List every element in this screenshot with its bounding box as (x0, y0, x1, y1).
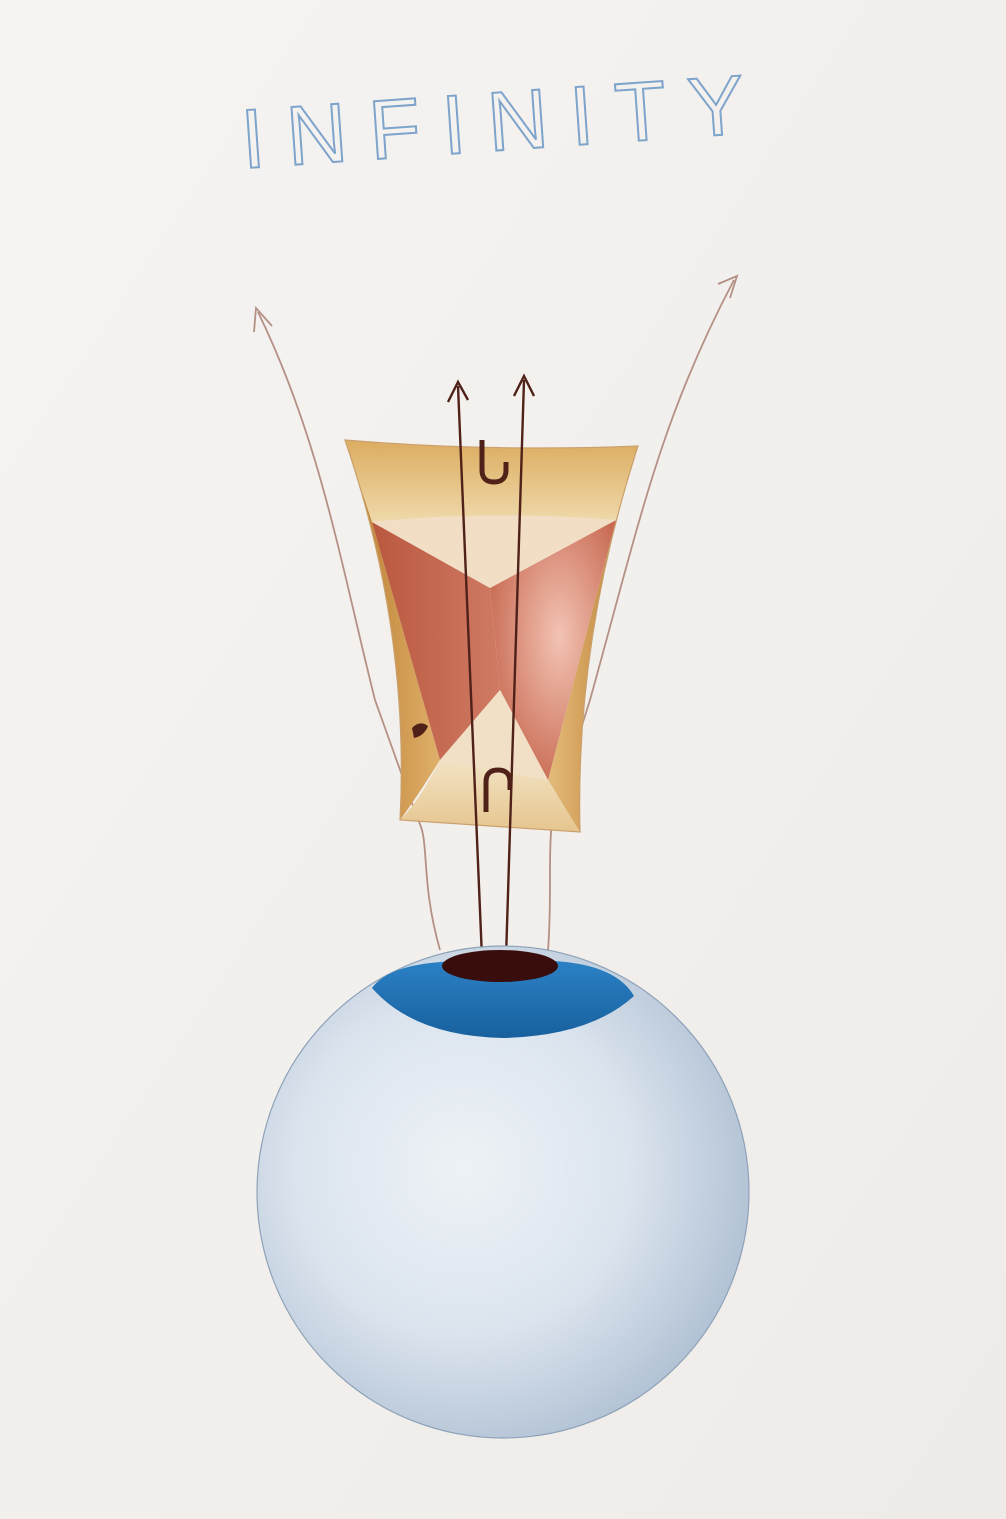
pupil (442, 950, 558, 982)
eyeball-icon (257, 946, 749, 1438)
